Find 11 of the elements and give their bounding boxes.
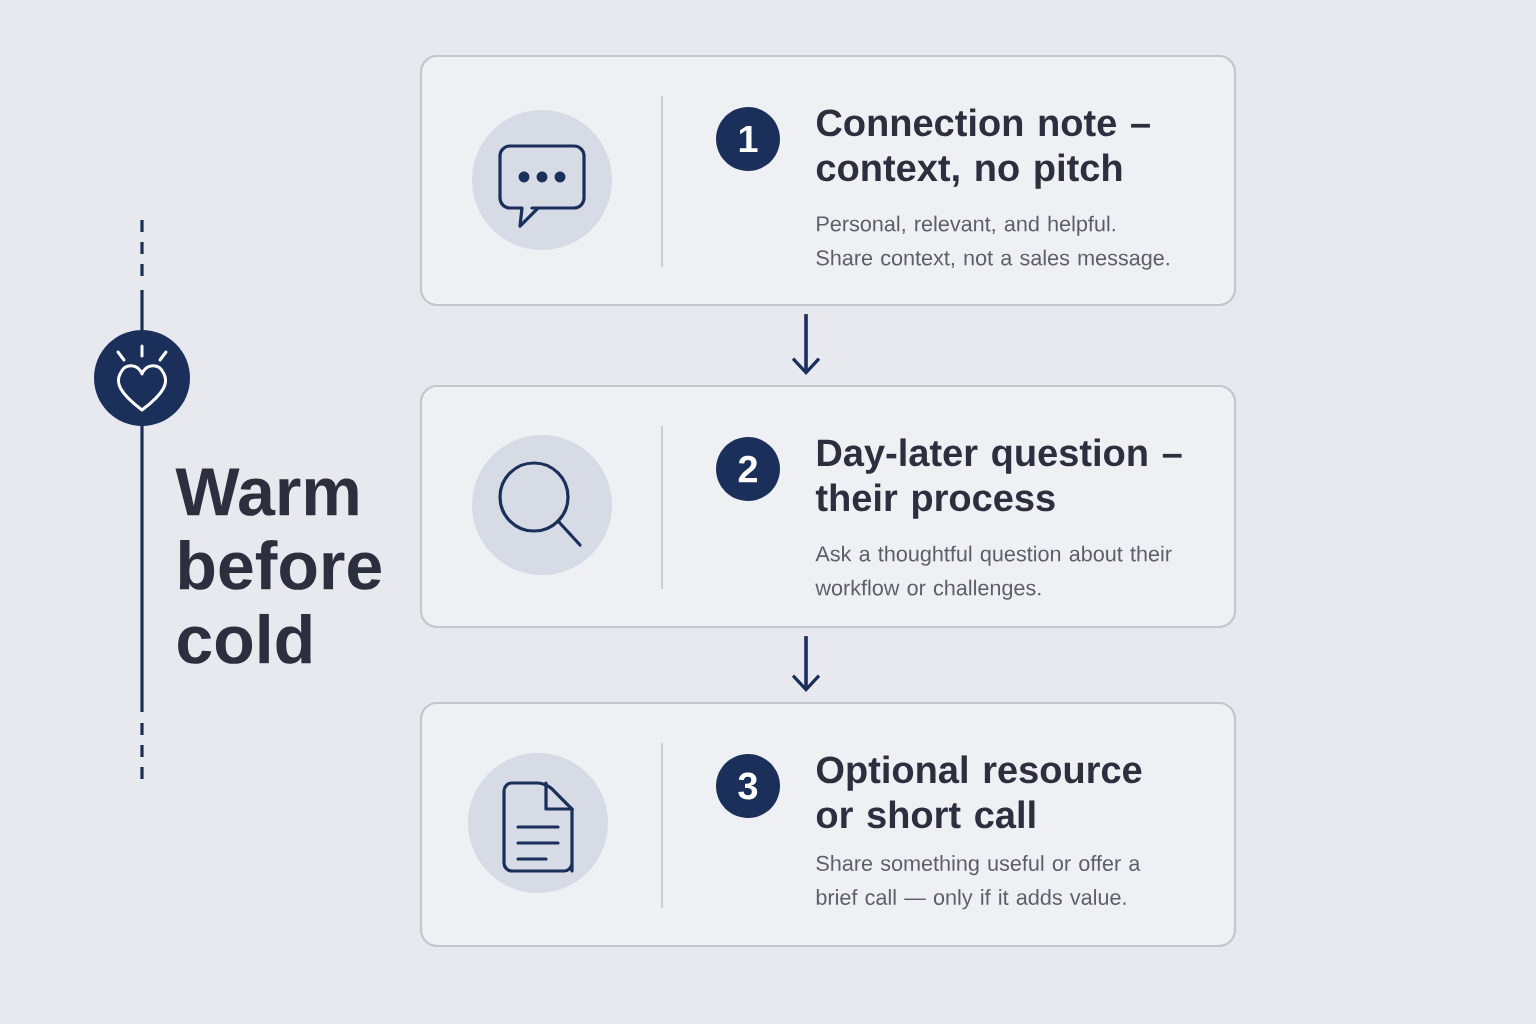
step-description: Personal, relevant, and helpful. Share context, not a sales message.: [816, 215, 1169, 270]
step-heading: Connection note – context, no pitch: [816, 108, 1150, 189]
step-number: 3: [716, 754, 780, 818]
step-number: 2: [716, 437, 780, 501]
arrow: [791, 314, 821, 375]
step-description: Ask a thoughtful question about their workflow or challenges.: [815, 545, 1172, 600]
step-description: Share something useful or offer a brief call — only if it adds value.: [816, 855, 1141, 910]
title: Warm before cold: [175, 468, 381, 664]
step-heading: Optional resource or short call: [816, 755, 1142, 829]
step-heading: Day-later question – their process: [815, 438, 1182, 519]
step-number: 1: [716, 107, 780, 171]
